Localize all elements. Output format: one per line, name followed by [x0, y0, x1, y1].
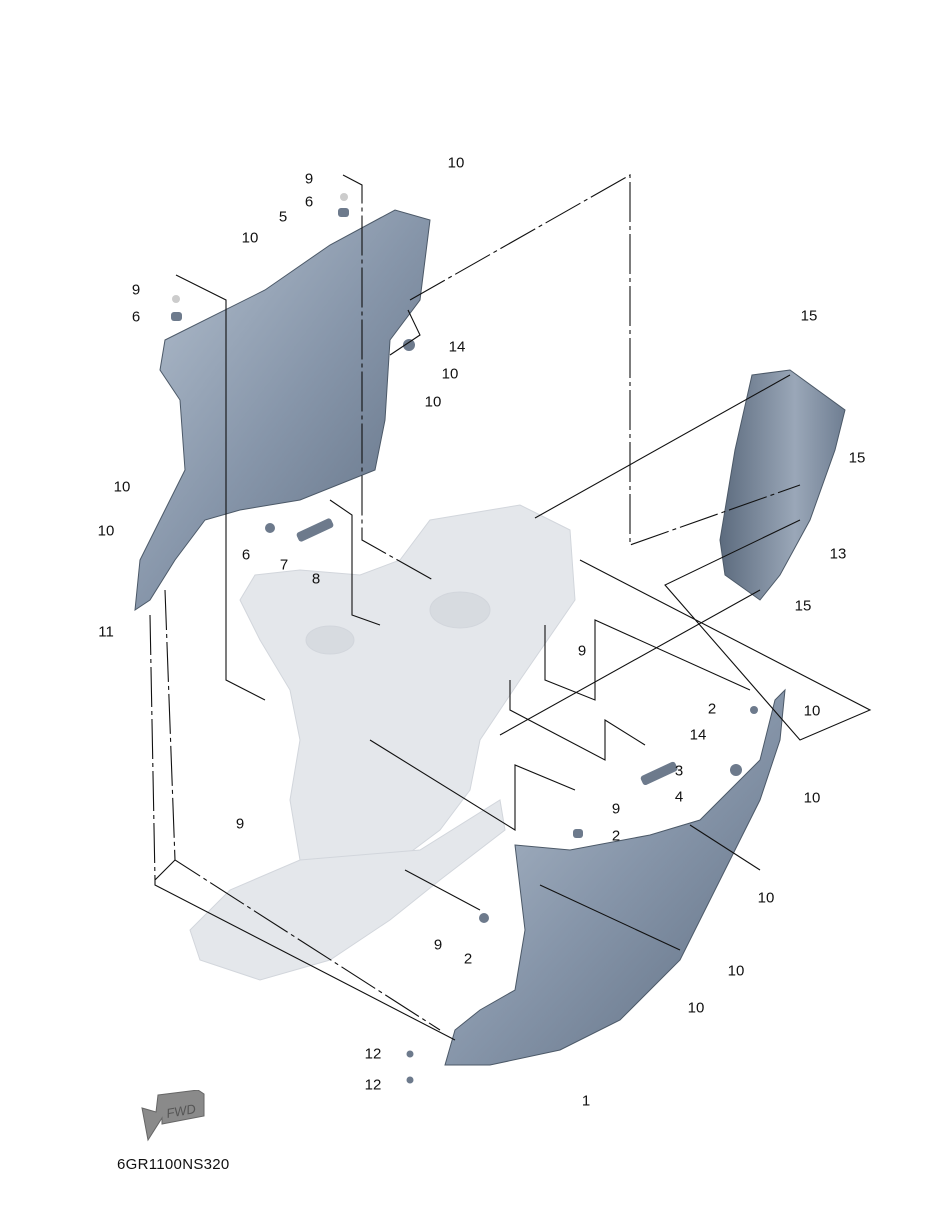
callout-number: 10 [687, 999, 705, 1017]
callout-number: 9 [235, 815, 245, 833]
callout-number: 5 [278, 208, 288, 226]
callout-number: 10 [803, 702, 821, 720]
fwd-label: FWD [165, 1101, 197, 1121]
callout-number: 6 [241, 546, 251, 564]
callout-number: 12 [364, 1076, 382, 1094]
assembly-leader-lines [149, 174, 872, 1041]
callout-number: 1 [581, 1092, 591, 1110]
callout-number: 11 [98, 623, 114, 641]
callout-number: 10 [97, 522, 115, 540]
callout-number: 10 [441, 365, 459, 383]
callout-number: 15 [794, 597, 812, 615]
callout-number: 8 [311, 570, 321, 588]
part-13-side-cover [719, 369, 846, 601]
callout-number: 6 [304, 193, 314, 211]
callout-number: 2 [707, 700, 717, 718]
part-5-upper-apron [134, 209, 431, 612]
callout-number: 10 [241, 229, 259, 247]
callout-number: 9 [304, 170, 314, 188]
callout-number: 15 [848, 449, 866, 467]
callout-number: 2 [463, 950, 473, 968]
callout-number: 10 [113, 478, 131, 496]
callout-number: 10 [803, 789, 821, 807]
callout-number: 10 [757, 889, 775, 907]
callout-number: 14 [689, 726, 707, 744]
drawing-code: 6GR1100NS320 [117, 1156, 230, 1173]
callout-number: 7 [279, 556, 289, 574]
callout-number: 10 [727, 962, 745, 980]
callout-number: 9 [611, 800, 621, 818]
callout-number: 10 [424, 393, 442, 411]
callout-number: 4 [674, 788, 684, 806]
callout-number: 13 [829, 545, 847, 563]
callout-number: 9 [131, 281, 141, 299]
callout-number: 12 [364, 1045, 382, 1063]
callout-number: 3 [674, 762, 684, 780]
callout-number: 2 [611, 827, 621, 845]
engine-block-ghost [189, 504, 576, 981]
fwd-arrow-icon: FWD [141, 1090, 205, 1142]
callout-number: 6 [131, 308, 141, 326]
callout-number: 9 [577, 642, 587, 660]
callout-number: 10 [447, 154, 465, 172]
callout-number: 9 [433, 936, 443, 954]
part-1-lower-apron [444, 688, 786, 1066]
callout-number: 15 [800, 307, 818, 325]
callout-number: 14 [448, 338, 466, 356]
small-fasteners [171, 193, 758, 1084]
